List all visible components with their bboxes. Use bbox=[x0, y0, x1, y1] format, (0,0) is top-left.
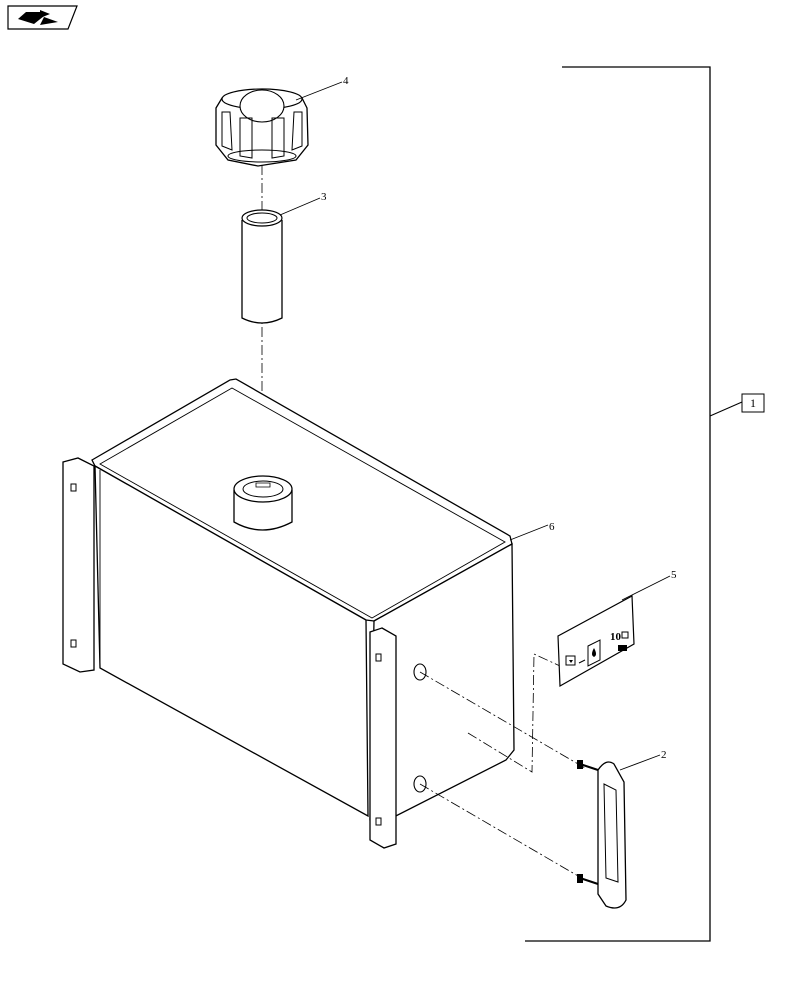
callout-5: 5 bbox=[671, 569, 677, 581]
strainer-tube bbox=[241, 209, 283, 324]
callout-2: 2 bbox=[661, 749, 667, 761]
leader-6 bbox=[509, 524, 549, 541]
callout-6: 6 bbox=[549, 521, 555, 533]
filler-cap bbox=[215, 88, 309, 167]
assembly-label-box bbox=[741, 393, 765, 413]
leader-5 bbox=[621, 575, 671, 601]
sight-gauge bbox=[577, 760, 627, 909]
callout-4: 4 bbox=[343, 75, 349, 87]
decal-text: 10 bbox=[610, 631, 622, 643]
leader-4 bbox=[295, 81, 343, 101]
centerline-gauge-bottom bbox=[419, 783, 586, 881]
callout-3: 3 bbox=[321, 191, 327, 203]
decal-placement-line bbox=[467, 653, 561, 773]
level-decal: 10 bbox=[557, 595, 635, 688]
assembly-bracket: 1 bbox=[525, 66, 765, 942]
hydraulic-tank bbox=[62, 378, 515, 849]
book-arrow-icon bbox=[18, 10, 58, 25]
leader-3 bbox=[279, 197, 321, 216]
centerline-gauge-top bbox=[419, 671, 586, 769]
assembly-label: 1 bbox=[750, 396, 756, 410]
nav-button[interactable] bbox=[7, 5, 78, 30]
leader-2 bbox=[619, 754, 661, 771]
